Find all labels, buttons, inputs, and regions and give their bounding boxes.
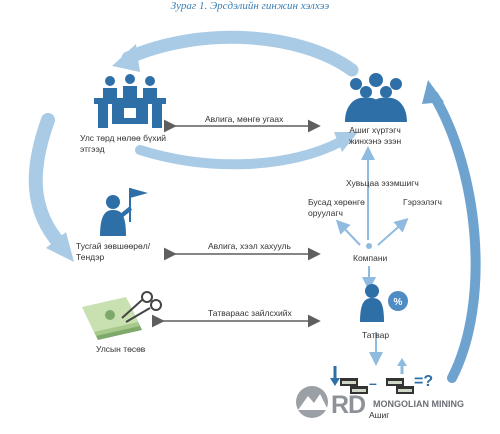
tax-label: Татвар <box>362 330 390 340</box>
license-person-flag-icon <box>100 188 148 236</box>
budget-label: Улсын төсөв <box>96 344 146 354</box>
company-to-investor-arrow <box>335 219 361 246</box>
flow-arrow-top <box>121 30 359 77</box>
profit-formula <box>330 358 414 394</box>
edge-bribe-kickback-label: Авлига, хээл хахууль <box>208 241 291 251</box>
logo-sub-text: MONGOLIAN MINING <box>373 399 464 409</box>
beneficial-owner-group-icon <box>345 73 407 122</box>
connector-lines <box>152 119 321 328</box>
formula-equals-question: =? <box>414 373 434 390</box>
company-label: Компани <box>353 253 388 263</box>
diagram-title: Зураг 1. Эрсдэлийн гинжин хэлхээ <box>170 0 330 12</box>
rd-logo-emblem <box>296 386 328 418</box>
formula-minus: – <box>369 375 377 391</box>
beneficial-owner-label: Ашиг хүртэгч жинхэнэ эзэн <box>348 125 402 146</box>
logo-main-text: RD <box>331 391 366 419</box>
tax-person-percent-icon: % <box>360 284 408 322</box>
company-arrows <box>335 146 409 366</box>
edge-bribe-laundering-label: Авлига, мөнгө угаах <box>205 114 284 124</box>
edge-tax-evasion-label: Татвараас зайлсхийх <box>208 308 292 318</box>
company-to-contractor-arrow <box>377 218 409 246</box>
money-stack-left-icon <box>340 378 368 394</box>
profit-label: Ашиг <box>369 410 390 420</box>
state-label: Улс төрд нөлөө бүхий этгээд <box>80 133 166 154</box>
flow-arrows <box>28 30 481 383</box>
edge-shareholder-label: Хувьцаа эзэмшигч <box>346 178 419 188</box>
flow-arrow-right <box>429 91 481 383</box>
flow-arrow-middle-head <box>334 132 358 152</box>
flow-arrow-left <box>28 113 67 251</box>
flow-arrow-middle <box>135 137 345 170</box>
svg-text:%: % <box>394 297 403 308</box>
company-node <box>366 243 372 249</box>
money-stack-right-icon <box>386 378 414 394</box>
state-podium-icon <box>94 74 166 128</box>
flow-arrow-left-head <box>46 232 74 262</box>
budget-money-scissors-icon <box>82 291 162 340</box>
edge-contractor-label: Гэрээлэгч <box>403 197 442 207</box>
flow-arrow-right-head <box>422 80 444 104</box>
flow-arrow-top-head <box>112 44 140 72</box>
license-label: Тусгай зөвшөөрөл/ Тендэр <box>76 241 151 262</box>
edge-other-investor-label: Бусад хөрөнгө оруулагч <box>308 197 365 218</box>
